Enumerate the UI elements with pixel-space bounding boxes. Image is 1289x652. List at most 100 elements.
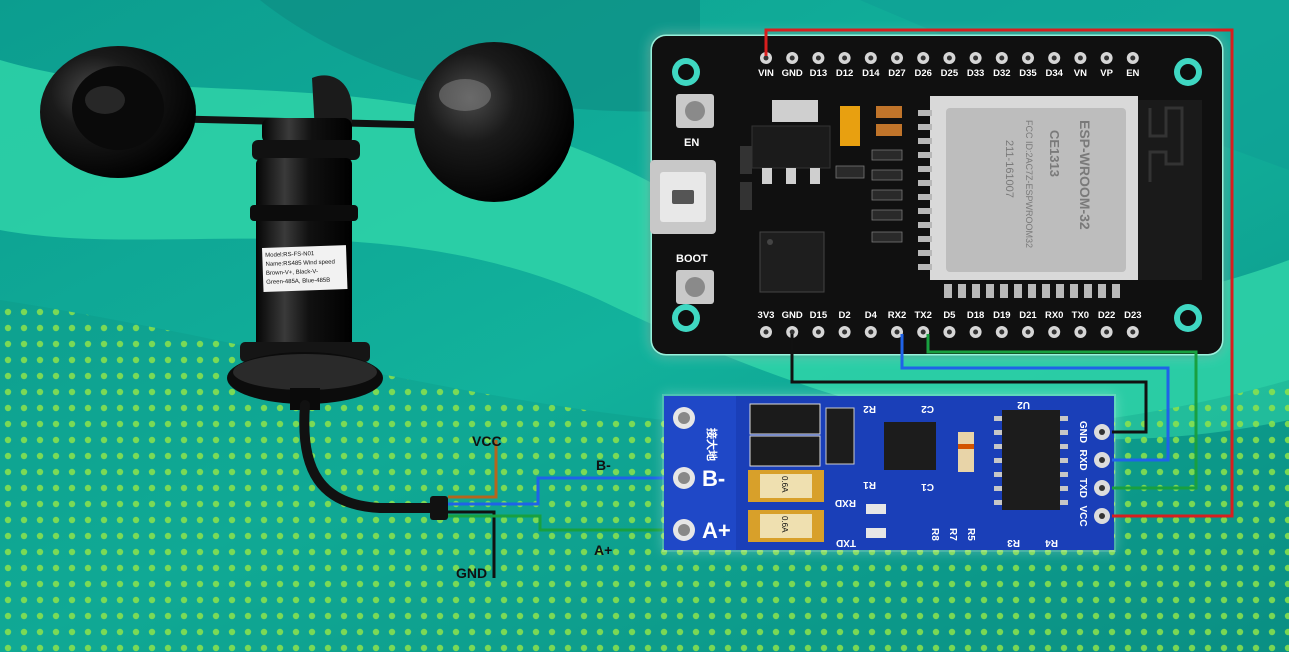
esp32-pin[interactable]: D22 [1098, 310, 1115, 338]
esp32-pin[interactable]: D5 [943, 310, 956, 338]
esp32-pin[interactable]: D21 [1019, 310, 1037, 338]
anemometer-label-line: Name:RS485 Wind speed [265, 259, 335, 267]
fuse-label: 0.6A [780, 516, 789, 533]
silk-r5: R5 [965, 528, 976, 541]
pin-hole [973, 329, 979, 335]
rs485-pin[interactable]: VCC [1077, 505, 1110, 527]
silk-r4: R4 [1045, 537, 1058, 548]
esp32-pin[interactable]: D2 [839, 310, 851, 338]
silk-r7: R7 [947, 528, 958, 541]
diode [958, 432, 974, 472]
a-plus-label: A+ [594, 542, 612, 558]
pin-hole [815, 329, 821, 335]
wire-green-a [448, 514, 688, 532]
esp32-pin[interactable]: GND [782, 52, 803, 79]
rs485-pin[interactable]: TXD [1077, 478, 1110, 498]
anemometer-label-line: Model:RS-FS-N01 [265, 251, 315, 259]
rs485-pin-label: RXD [1077, 449, 1088, 470]
pin-hole [1025, 55, 1031, 61]
esp32-pin[interactable]: TX2 [914, 310, 932, 338]
esp32-pin[interactable]: D12 [836, 52, 853, 79]
gnd-label: GND [456, 565, 487, 581]
silk-r2: R2 [863, 403, 876, 414]
esp32-pin[interactable]: D19 [993, 310, 1011, 338]
esp32-pin[interactable]: VN [1074, 52, 1087, 79]
esp32-pin[interactable]: D26 [914, 52, 932, 79]
pin-hole [1130, 55, 1136, 61]
esp32-pin[interactable]: D33 [967, 52, 984, 79]
pin-label: VP [1100, 68, 1113, 79]
wire-black-gnd-gnd [790, 334, 1148, 434]
pin-label: D26 [914, 68, 931, 79]
wire-brown-vcc [448, 440, 498, 499]
pin-hole [1025, 329, 1031, 335]
en-button-label: EN [684, 137, 699, 149]
sensor-wires: VCC GND B- A+ [448, 433, 688, 581]
pin-label: RX0 [1045, 310, 1063, 321]
esp32-pin[interactable]: D23 [1124, 310, 1142, 338]
pin-label: TX2 [914, 310, 931, 321]
esp32-pin[interactable]: D25 [941, 52, 959, 79]
wire-blue-rx2-rxd [900, 334, 1170, 462]
esp32-pin[interactable]: D34 [1045, 52, 1064, 79]
pin-hole [894, 329, 900, 335]
pin-hole [1099, 485, 1105, 491]
pin-label: D22 [1098, 310, 1115, 321]
esp32-pin[interactable]: D18 [967, 310, 984, 338]
pin-hole [815, 55, 821, 61]
pin-label: D5 [943, 310, 956, 321]
pin-label: 3V3 [758, 310, 775, 321]
esp32-pin[interactable]: D13 [810, 52, 827, 79]
pin-label: EN [1126, 68, 1139, 79]
pin-hole [946, 55, 952, 61]
pin-hole [1099, 457, 1105, 463]
esp32-bottom-pin-row: 3V3 GND D15 D2 D4 RX2 TX2 D5 D18 D19 D21 RX0 TX0 D22 D… [758, 310, 1142, 338]
boot-button-label: BOOT [676, 253, 708, 265]
esp32-pin[interactable]: EN [1126, 52, 1140, 79]
esp32-pin[interactable]: RX2 [888, 310, 906, 338]
esp32-pin[interactable]: TX0 [1072, 310, 1089, 338]
pin-label: GND [782, 68, 803, 79]
esp32-pin[interactable]: GND [782, 310, 803, 338]
pin-hole [763, 55, 769, 61]
module-ce: CE1313 [1047, 130, 1062, 177]
pin-label: D23 [1124, 310, 1141, 321]
fuse-label: 0.6A [780, 476, 789, 493]
pin-label: D18 [967, 310, 984, 321]
pin-hole [894, 55, 900, 61]
esp32-pin[interactable]: VIN [758, 52, 774, 79]
connection-wires [764, 28, 1234, 518]
ground-label: 接大地 [705, 428, 719, 461]
anemometer-label-line: Green-485A, Blue-485B [266, 278, 330, 286]
esp32-pin[interactable]: D4 [865, 310, 878, 338]
pin-hole [1104, 329, 1110, 335]
rs485-pin[interactable]: GND [1077, 421, 1110, 443]
pin-hole [1099, 429, 1105, 435]
boot-button[interactable]: BOOT [676, 253, 714, 304]
pin-hole [789, 55, 795, 61]
esp32-pin[interactable]: RX0 [1045, 310, 1063, 338]
esp32-pin[interactable]: D27 [888, 52, 906, 79]
pin-label: D2 [839, 310, 851, 321]
anemometer: Model:RS-FS-N01 Name:RS485 Wind speed Br… [40, 42, 574, 520]
silk-r8: R8 [929, 528, 940, 541]
esp32-pin[interactable]: VP [1100, 52, 1114, 79]
esp32-pin[interactable]: D15 [810, 310, 828, 338]
esp32-pin[interactable]: 3V3 [758, 310, 775, 338]
pin-hole [763, 329, 769, 335]
silk-rxd: RXD [835, 497, 856, 508]
pin-label: D14 [862, 68, 880, 79]
pin-label: D4 [865, 310, 878, 321]
pin-hole [920, 329, 926, 335]
esp32-pin[interactable]: D32 [993, 52, 1011, 79]
rs485-pin[interactable]: RXD [1077, 449, 1110, 471]
pin-label: D35 [1019, 68, 1037, 79]
esp32-pin[interactable]: D14 [862, 52, 880, 79]
esp32-pin[interactable]: D35 [1019, 52, 1037, 79]
en-button[interactable]: EN [676, 94, 714, 149]
silk-txd: TXD [836, 537, 856, 548]
pin-hole [946, 329, 952, 335]
